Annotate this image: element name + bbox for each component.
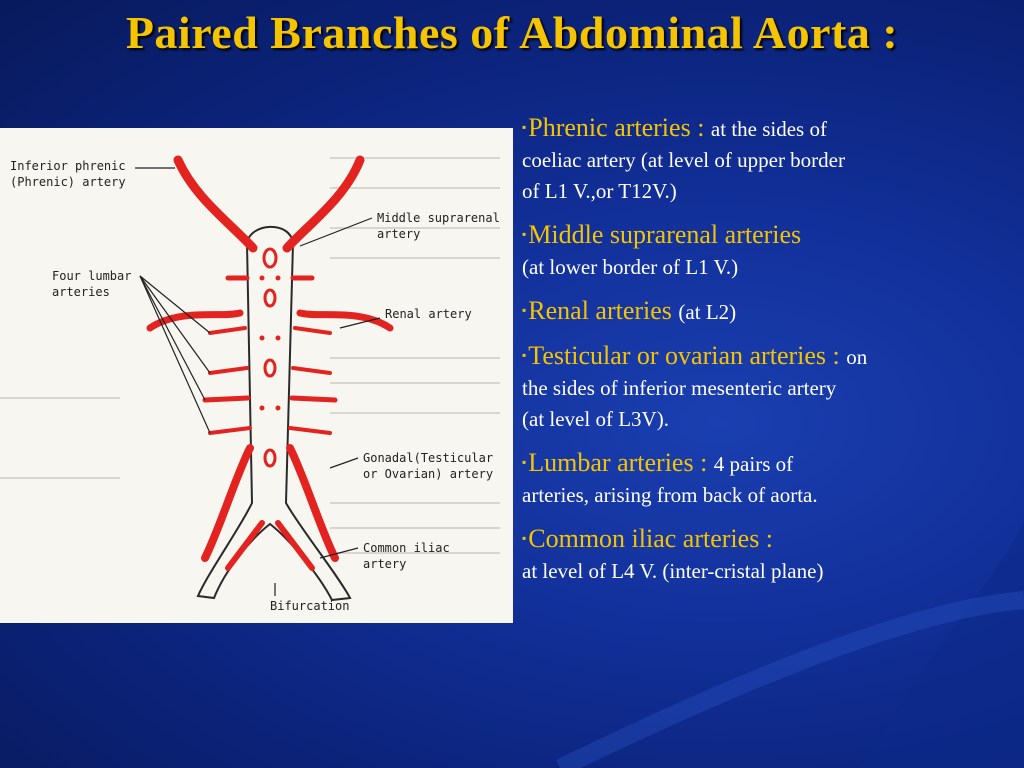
label-four-lumbar: Four lumbar bbox=[52, 269, 131, 283]
bullet-heading: Renal arteries bbox=[528, 296, 679, 325]
label-inferior-phrenic-2: (Phrenic) artery bbox=[10, 175, 126, 189]
bullet-heading: Lumbar arteries : bbox=[528, 448, 714, 477]
bullet-common-iliac: ▪Common iliac arteries : at level of L4 … bbox=[522, 523, 1014, 587]
label-bifurcation: Bifurcation bbox=[270, 599, 349, 613]
label-gonadal-2: or Ovarian) artery bbox=[363, 467, 493, 481]
bullet-marker: ▪ bbox=[522, 455, 527, 469]
bullet-list: ▪Phrenic arteries : at the sides of coel… bbox=[522, 112, 1014, 599]
bullet-testicular-ovarian: ▪Testicular or ovarian arteries : on the… bbox=[522, 340, 1014, 435]
bullet-text-line: of L1 V.,or T12V.) bbox=[522, 179, 677, 203]
label-inferior-phrenic: Inferior phrenic bbox=[10, 159, 126, 173]
bullet-middle-suprarenal: ▪Middle suprarenal arteries (at lower bo… bbox=[522, 219, 1014, 283]
label-renal: Renal artery bbox=[385, 307, 472, 321]
aorta-diagram: Inferior phrenic (Phrenic) artery Middle… bbox=[0, 128, 513, 623]
bullet-marker: ▪ bbox=[522, 348, 527, 362]
bullet-text-line: (at level of L3V). bbox=[522, 407, 669, 431]
label-common-iliac-2: artery bbox=[363, 557, 406, 571]
label-common-iliac: Common iliac bbox=[363, 541, 450, 555]
bullet-renal: ▪Renal arteries (at L2) bbox=[522, 295, 1014, 328]
bullet-text-line: (at lower border of L1 V.) bbox=[522, 255, 739, 279]
bullet-text: 4 pairs of bbox=[713, 452, 794, 476]
bullet-marker: ▪ bbox=[522, 531, 527, 545]
bullet-text: on bbox=[846, 345, 868, 369]
label-four-lumbar-2: arteries bbox=[52, 285, 110, 299]
bullet-heading: Middle suprarenal arteries bbox=[528, 220, 802, 249]
bullet-heading: Common iliac arteries : bbox=[528, 524, 774, 553]
bullet-text: (at L2) bbox=[678, 300, 737, 324]
bullet-text-line: the sides of inferior mesenteric artery bbox=[522, 376, 837, 400]
bullet-text-line: at level of L4 V. (inter-cristal plane) bbox=[522, 559, 824, 583]
slide-title: Paired Branches of Abdominal Aorta : bbox=[125, 7, 899, 58]
bullet-phrenic: ▪Phrenic arteries : at the sides of coel… bbox=[522, 112, 1014, 207]
label-gonadal: Gonadal(Testicular bbox=[363, 451, 493, 465]
bullet-heading: Testicular or ovarian arteries : bbox=[528, 341, 847, 370]
bullet-marker: ▪ bbox=[522, 303, 527, 317]
bullet-marker: ▪ bbox=[522, 120, 527, 134]
label-middle-suprarenal: Middle suprarenal bbox=[377, 211, 500, 225]
label-middle-suprarenal-2: artery bbox=[377, 227, 420, 241]
bullet-marker: ▪ bbox=[522, 227, 527, 241]
bullet-lumbar: ▪Lumbar arteries : 4 pairs of arteries, … bbox=[522, 447, 1014, 511]
bullet-heading: Phrenic arteries : bbox=[528, 113, 711, 142]
bullet-text-line: coeliac artery (at level of upper border bbox=[522, 148, 845, 172]
bullet-text-line: arteries, arising from back of aorta. bbox=[522, 483, 818, 507]
bullet-text: at the sides of bbox=[710, 117, 827, 141]
